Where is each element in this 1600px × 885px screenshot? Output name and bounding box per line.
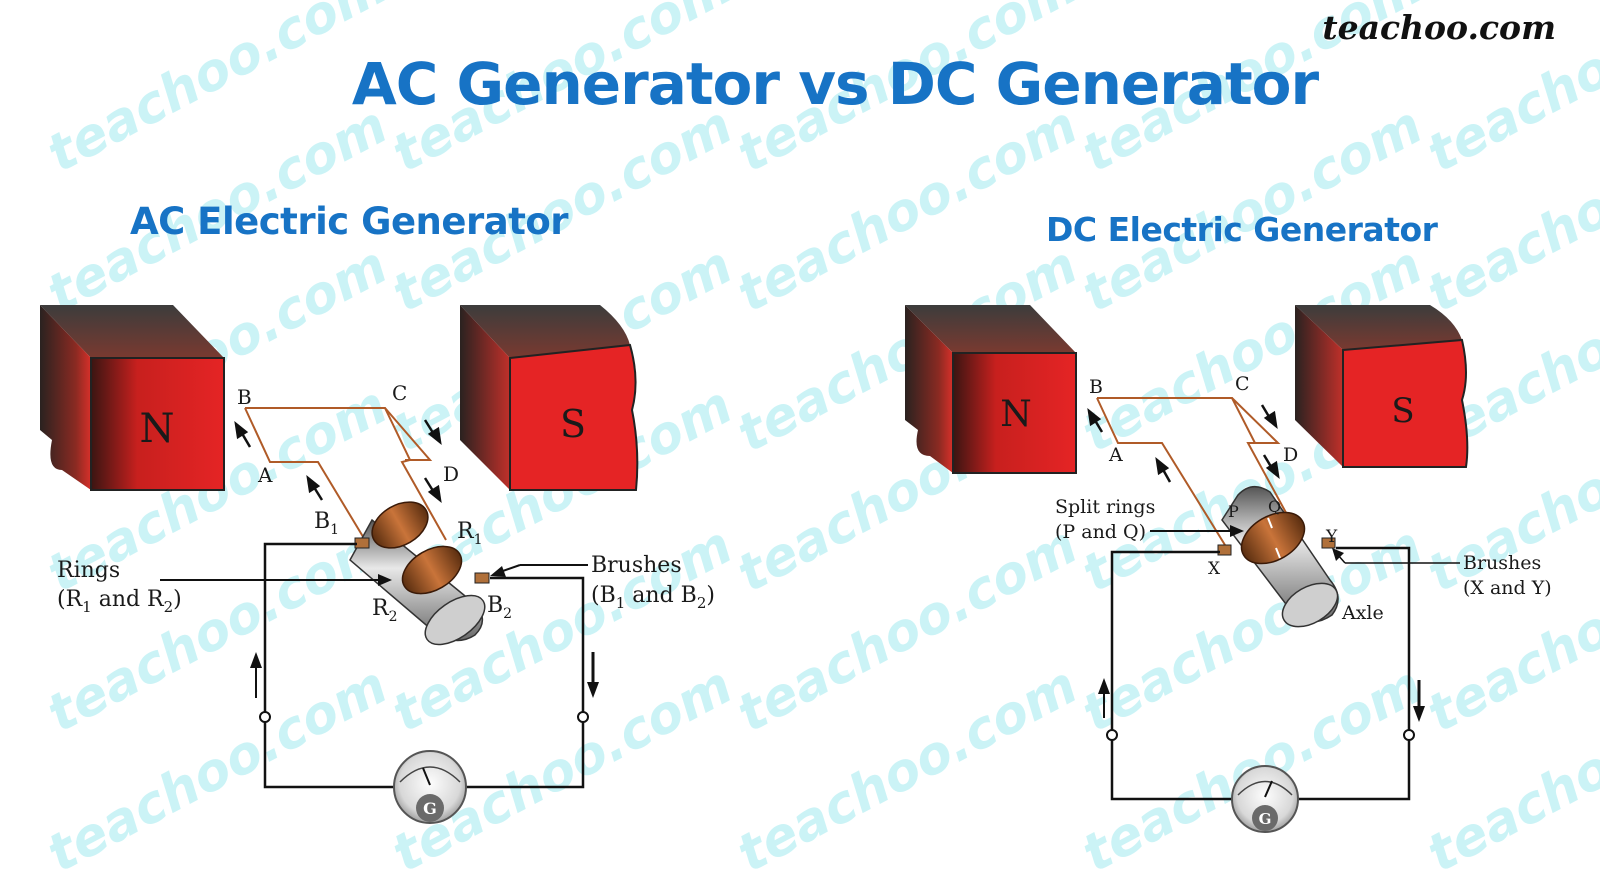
ac-ring-r2: R2 — [372, 596, 398, 625]
dc-brush-y: Y — [1325, 527, 1338, 547]
dc-brush-x: X — [1208, 559, 1221, 579]
ac-brush-b1: B1 — [314, 509, 339, 538]
ac-coil-a: A — [257, 463, 273, 487]
dc-split-rings-label: Split rings — [1055, 496, 1155, 518]
dc-arrow-down — [1413, 706, 1425, 722]
ac-ring-r1: R1 — [457, 519, 483, 548]
ac-brushes-names: (B1 and B2) — [591, 583, 715, 612]
ac-brush-b2: B2 — [487, 593, 512, 622]
ac-arrow-down — [587, 682, 599, 698]
dc-magnet-north: N — [905, 305, 1077, 474]
dc-coil-d: D — [1283, 444, 1298, 466]
ac-terminal-right — [577, 711, 589, 723]
ac-magnet-north: N — [40, 305, 225, 491]
dc-terminal-left — [1106, 729, 1118, 741]
ac-magnet-n-label: N — [140, 406, 175, 452]
dc-coil-c: C — [1235, 373, 1250, 395]
dc-magnet-s-label: S — [1391, 391, 1414, 431]
dc-galvanometer-label: G — [1259, 810, 1272, 828]
ac-coil-c: C — [392, 381, 407, 405]
ac-axle — [349, 501, 490, 646]
ac-magnet-s-label: S — [560, 402, 586, 446]
dc-heading: DC Electric Generator — [1046, 210, 1438, 249]
ac-coil-d: D — [443, 462, 459, 486]
dc-current-arrows — [1087, 404, 1280, 483]
dc-brushes-label: Brushes — [1463, 552, 1541, 574]
dc-galvanometer: G — [1231, 765, 1299, 833]
ac-galvanometer: G — [393, 750, 467, 824]
page-title: AC Generator vs DC Generator — [351, 50, 1319, 118]
ac-current-arrows — [234, 419, 442, 503]
dc-axle — [1217, 486, 1339, 628]
dc-generator: N S B C A D P — [905, 305, 1552, 833]
ac-heading: AC Electric Generator — [130, 200, 569, 243]
dc-circuit — [1110, 546, 1411, 801]
ac-rings-names: (R1 and R2) — [57, 587, 182, 616]
ac-generator: N S B C A D — [40, 305, 715, 824]
ac-magnet-south: S — [460, 305, 639, 491]
ac-coil-b: B — [237, 385, 252, 409]
dc-terminal-right — [1403, 729, 1415, 741]
dc-coil-a: A — [1108, 444, 1123, 466]
dc-arrow-up — [1098, 678, 1110, 694]
brand-logo: teachoo.com — [1322, 8, 1556, 47]
dc-axle-label: Axle — [1341, 602, 1384, 624]
dc-brushes-names: (X and Y) — [1463, 577, 1552, 599]
dc-coil-b: B — [1089, 376, 1103, 398]
generators-diagram: N S B C A D — [40, 305, 1552, 833]
ac-circuit — [263, 542, 585, 789]
ac-terminal-left — [259, 711, 271, 723]
ac-brushes-label: Brushes — [591, 553, 682, 578]
dc-ring-p: P — [1228, 502, 1239, 521]
ac-rings-label: Rings — [57, 558, 120, 583]
dc-ring-q: Q — [1268, 497, 1281, 516]
ac-galvanometer-label: G — [423, 799, 437, 818]
dc-magnet-south: S — [1295, 305, 1469, 468]
ac-arrow-up — [250, 652, 262, 668]
dc-magnet-n-label: N — [1000, 394, 1032, 435]
dc-split-rings-names: (P and Q) — [1055, 521, 1146, 543]
